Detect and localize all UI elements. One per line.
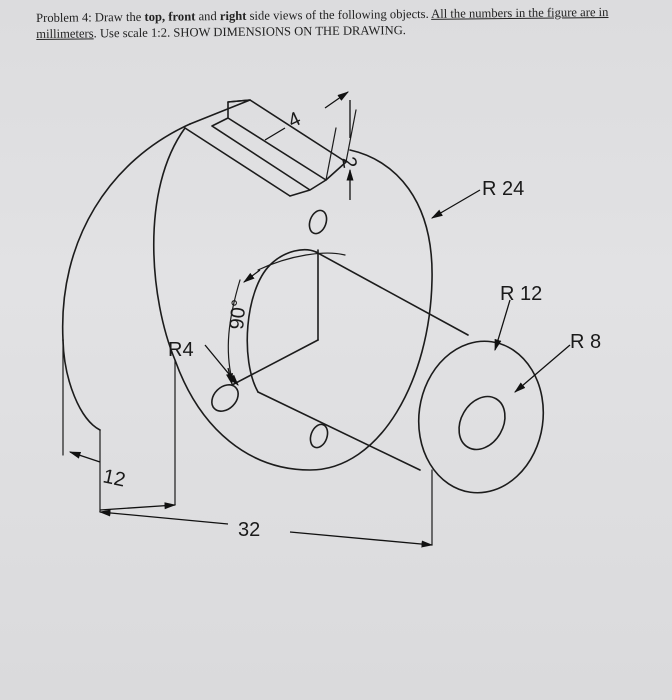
angle-arrow-top xyxy=(243,269,261,283)
boss-bore xyxy=(458,395,506,451)
ext-line-keyway-a xyxy=(345,109,357,163)
disc-front-face xyxy=(152,127,433,471)
label-angle: 90° xyxy=(226,298,251,330)
leader-r8 xyxy=(514,344,571,393)
keyway-back-edge xyxy=(227,99,251,103)
boss-bottom-edge xyxy=(257,391,421,471)
label-12: 12 xyxy=(101,465,127,491)
label-r12: R 12 xyxy=(500,283,542,305)
disc-back-bottom xyxy=(62,339,101,431)
angle-arrow-bottom xyxy=(226,367,233,386)
hole-top xyxy=(308,209,328,235)
centerline-diagonal xyxy=(231,339,319,386)
label-r4: R4 xyxy=(168,339,194,361)
label-32: 32 xyxy=(238,519,260,541)
leader-r12 xyxy=(494,299,511,352)
leader-r4 xyxy=(204,344,239,386)
label-r8: R 8 xyxy=(570,331,601,353)
dim-line-32 xyxy=(100,512,432,545)
dim-line-12 xyxy=(99,502,177,511)
dim-line-12b xyxy=(68,451,101,463)
label-2: 2 xyxy=(337,155,361,170)
boss-top-edge xyxy=(315,251,469,336)
label-4: 4 xyxy=(285,108,304,133)
keyway-slot xyxy=(184,99,347,197)
angle-arc xyxy=(227,279,241,381)
hole-left xyxy=(211,384,239,412)
boss-front-face xyxy=(417,340,545,494)
ext-line-keyway-b xyxy=(325,127,337,181)
label-r24: R 24 xyxy=(482,178,524,200)
dim-line-4 xyxy=(264,92,348,141)
hole-right xyxy=(309,423,329,449)
disc-back-outline xyxy=(61,123,191,341)
bolt-circle-arc xyxy=(257,252,346,271)
boss-back-arc xyxy=(246,249,317,393)
leader-r24 xyxy=(430,189,481,219)
